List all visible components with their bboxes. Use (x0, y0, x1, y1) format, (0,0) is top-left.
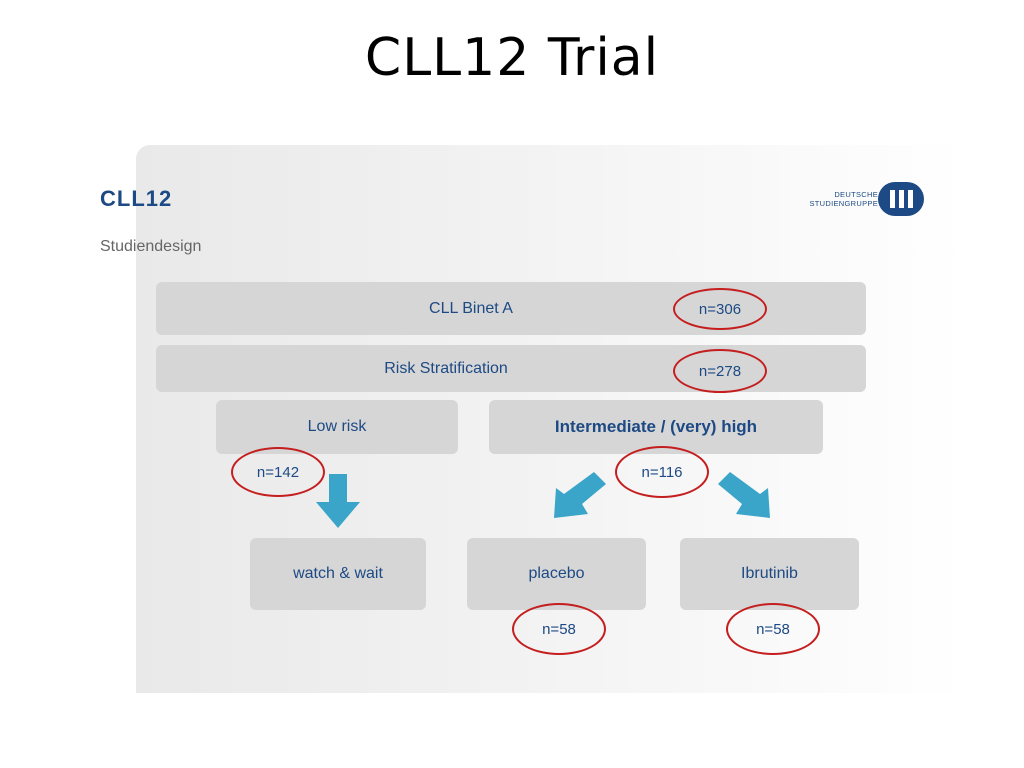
panel-title: CLL12 (100, 186, 173, 211)
arrow-down-left-icon (554, 472, 606, 518)
high-risk-box: Intermediate / (very) high (489, 400, 823, 454)
watch-wait-box: watch & wait (250, 538, 426, 610)
placebo-box: placebo (467, 538, 646, 610)
risk-count: n=278 (673, 349, 767, 393)
placebo-count: n=58 (512, 603, 606, 655)
arrow-down-icon (316, 474, 360, 528)
high-risk-count: n=116 (615, 446, 709, 498)
slide-title: CLL12 Trial (364, 28, 660, 88)
logo-line1: DEUTSCHE (834, 190, 878, 199)
low-risk-count: n=142 (231, 447, 325, 497)
logo-badge-icon (878, 182, 924, 216)
arrow-down-right-icon (718, 472, 770, 518)
ibrutinib-box: Ibrutinib (680, 538, 859, 610)
binet-label: CLL Binet A (429, 299, 513, 317)
risk-label: Risk Stratification (384, 359, 508, 377)
binet-count: n=306 (673, 288, 767, 330)
low-risk-box: Low risk (216, 400, 458, 454)
study-group-logo: DEUTSCHE STUDIENGRUPPE (768, 182, 924, 216)
ibrutinib-count: n=58 (726, 603, 820, 655)
logo-line2: STUDIENGRUPPE (809, 199, 878, 208)
panel-subtitle: Studiendesign (100, 238, 202, 255)
